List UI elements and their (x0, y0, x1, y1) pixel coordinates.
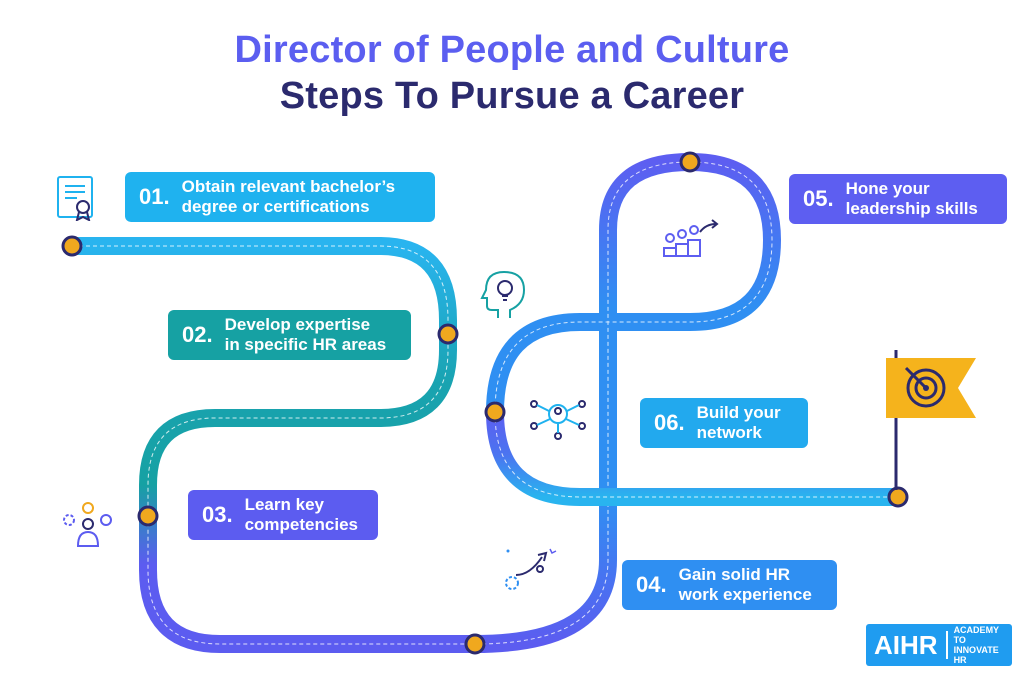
step-number: 01. (139, 184, 170, 209)
step-06: 06. Build your network (640, 398, 808, 448)
step-03: 03. Learn key competencies (188, 490, 378, 540)
lightbulb-head-icon (480, 270, 526, 318)
page-title-line2: Steps To Pursue a Career (279, 75, 745, 117)
step-number: 02. (182, 322, 213, 347)
logo-tagline: ACADEMY TO INNOVATE HR (953, 625, 999, 665)
team-arrow-icon (663, 219, 719, 257)
step-04: 04. Gain solid HR work experience (622, 560, 837, 610)
page-title-line1: Director of People and Culture (234, 29, 790, 71)
step-05: 05. Hone your leadership skills (789, 174, 1007, 224)
step-number: 05. (803, 186, 834, 211)
step-text: Obtain relevant bachelor’s degree or cer… (181, 177, 396, 216)
step-number: 04. (636, 572, 667, 597)
certificate-icon (57, 176, 93, 221)
gears-person-icon (63, 502, 112, 547)
step-text: Build your network (696, 403, 781, 442)
logo-brand: AIHR (866, 631, 948, 659)
step-02: 02. Develop expertise in specific HR are… (168, 310, 411, 360)
step-text: Hone your leadership skills (845, 179, 978, 218)
milestone-dots (61, 151, 909, 655)
step-01: 01. Obtain relevant bachelor’s degree or… (125, 172, 435, 222)
step-text: Gain solid HR work experience (678, 565, 812, 604)
network-icon (530, 400, 586, 440)
step-text: Develop expertise in specific HR areas (224, 315, 387, 354)
aihr-logo: AIHR ACADEMY TO INNOVATE HR (866, 624, 1012, 666)
step-number: 03. (202, 502, 233, 527)
target-flag-icon (886, 350, 976, 490)
rocket-arrow-icon (505, 548, 557, 590)
step-text: Learn key competencies (244, 495, 358, 534)
step-number: 06. (654, 410, 685, 435)
